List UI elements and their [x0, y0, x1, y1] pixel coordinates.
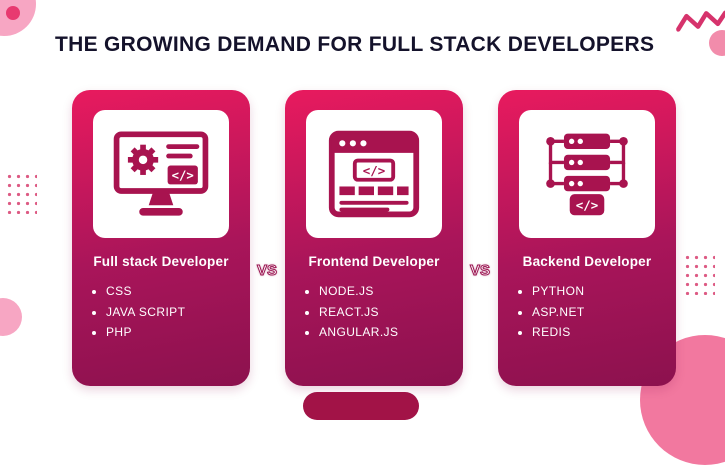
- dot-grid-left: [5, 172, 37, 214]
- skill-list-fullstack: CSS JAVA SCRIPT PHP: [72, 281, 250, 343]
- skill-list-frontend: NODE.JS REACT.JS ANGULAR.JS: [285, 281, 463, 343]
- skill-item: NODE.JS: [319, 281, 463, 302]
- card-backend-developer: </> Backend Developer PYTHON ASP.NET RED…: [498, 90, 676, 386]
- code-glyph: </>: [363, 163, 386, 178]
- zigzag-squiggle-icon: [675, 10, 725, 32]
- bottom-accent-bar: [303, 392, 419, 420]
- card-fullstack-developer: </> Full stack Developer CSS JAVA SCRIPT…: [72, 90, 250, 386]
- card-title-fullstack: Full stack Developer: [93, 254, 229, 269]
- fullstack-icon-panel: </>: [93, 110, 229, 238]
- skill-item: REACT.JS: [319, 302, 463, 323]
- skill-list-backend: PYTHON ASP.NET REDIS: [498, 281, 676, 343]
- skill-item: JAVA SCRIPT: [106, 302, 250, 323]
- card-title-backend: Backend Developer: [522, 254, 652, 269]
- dot-grid-right: [683, 253, 715, 295]
- dot-top-right: [709, 30, 725, 56]
- vs-label-1: VS: [256, 262, 278, 280]
- circle-bottom-left: [0, 298, 22, 336]
- skill-item: ANGULAR.JS: [319, 322, 463, 343]
- code-glyph: </>: [172, 169, 194, 183]
- cards-row: </> Full stack Developer CSS JAVA SCRIPT…: [72, 90, 676, 386]
- backend-icon-panel: </>: [519, 110, 655, 238]
- backend-server-icon: </>: [546, 133, 628, 218]
- frontend-browser-icon: </>: [328, 130, 420, 218]
- page-title: THE GROWING DEMAND FOR FULL STACK DEVELO…: [55, 33, 655, 56]
- skill-item: ASP.NET: [532, 302, 676, 323]
- skill-item: CSS: [106, 281, 250, 302]
- skill-item: PYTHON: [532, 281, 676, 302]
- code-glyph: </>: [576, 198, 599, 213]
- vs-label-2: VS: [469, 262, 491, 280]
- card-title-frontend: Frontend Developer: [308, 254, 440, 269]
- fullstack-monitor-icon: </>: [113, 131, 209, 216]
- skill-item: PHP: [106, 322, 250, 343]
- small-dot-top-left: [6, 6, 20, 20]
- skill-item: REDIS: [532, 322, 676, 343]
- frontend-icon-panel: </>: [306, 110, 442, 238]
- corner-circle-top-left: [0, 0, 36, 36]
- card-frontend-developer: </> Frontend Developer NODE.JS REACT.JS …: [285, 90, 463, 386]
